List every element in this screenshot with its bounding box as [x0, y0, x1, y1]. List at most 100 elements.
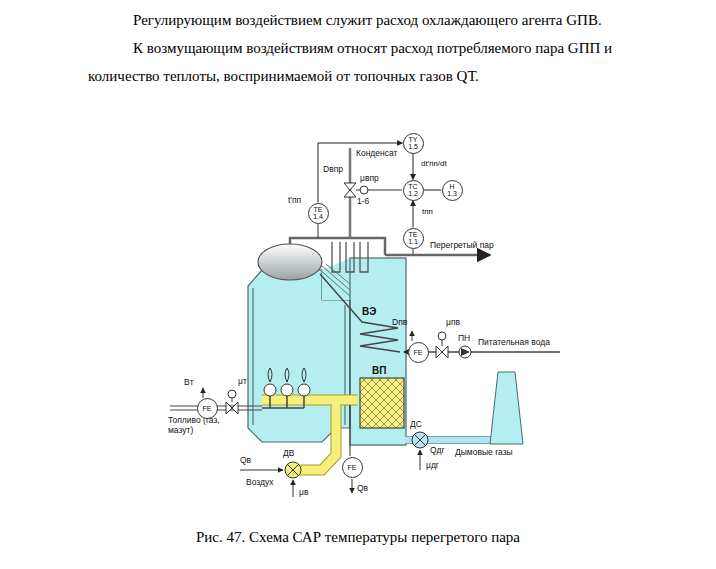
- air-duct: [262, 400, 358, 470]
- diagram-label: μвпр: [360, 174, 379, 184]
- diagram-label: Топливо (газ, мазут): [168, 416, 230, 436]
- instrument-circle: TY1.5: [403, 133, 424, 154]
- diagram-label: Dпв: [392, 318, 407, 328]
- flue-duct: [420, 450, 421, 470]
- feedwater-line: [442, 340, 443, 346]
- instrument-circle: TE1.4: [308, 203, 329, 224]
- instrument-tag: TY: [409, 136, 418, 143]
- burners: [262, 396, 304, 408]
- air-duct: [262, 400, 358, 493]
- economizer: [320, 274, 400, 352]
- sensor-stems: [318, 224, 413, 255]
- flue-duct: [412, 432, 428, 448]
- instrument-circle: FE: [197, 398, 218, 419]
- burners: [281, 384, 293, 396]
- diagram-label: μв: [299, 488, 308, 498]
- fuel-line: [203, 388, 204, 398]
- drum: [258, 238, 385, 280]
- signal-line: [413, 154, 414, 180]
- diagram-label: ДС: [410, 420, 422, 430]
- instrument-circle: TE1.1: [403, 228, 424, 249]
- instrument-circle: FE: [342, 457, 363, 478]
- instrument-tag: 1.1: [408, 238, 418, 245]
- diagram-label: Воздух: [246, 478, 273, 488]
- feedwater-line: [438, 332, 446, 340]
- flue-duct: [405, 372, 523, 470]
- steam-line: [385, 255, 490, 256]
- air-preheater: [360, 378, 404, 428]
- burners: [268, 368, 306, 382]
- body-paragraph: Регулирующим воздействием служит расход …: [88, 6, 688, 34]
- fuel-line: [226, 402, 238, 414]
- air-fan: [293, 480, 294, 497]
- instrument-tag: 1.5: [408, 143, 418, 150]
- air-duct: [350, 405, 351, 456]
- economizer: [320, 274, 400, 352]
- diagram-label: Конденсат: [356, 149, 397, 159]
- superheater-coil: [332, 242, 368, 272]
- diagram-label: Перегретый пар: [430, 241, 494, 251]
- diagram-label: t′пп: [288, 196, 301, 206]
- diagram-label: μт: [238, 377, 247, 387]
- diagram-label: 1-6: [357, 197, 369, 207]
- condensate-pipe: [344, 183, 356, 197]
- diagram-label: Bт: [184, 378, 194, 388]
- instrument-tag: TE: [409, 231, 418, 238]
- diagram-label: μпв: [446, 318, 460, 328]
- feedwater-line: [459, 346, 471, 358]
- signal-label: tпп: [421, 207, 434, 216]
- instrument-tag: 1.4: [313, 213, 323, 220]
- diagram-label: Qв: [357, 484, 368, 494]
- furnace: [318, 264, 350, 296]
- instrument-tag: FE: [203, 405, 212, 412]
- body-paragraph: К возмущающим воздействиям относят расхо…: [88, 34, 643, 90]
- feedwater-line: [436, 346, 448, 358]
- burners: [262, 368, 310, 408]
- condensate-pipe: [344, 148, 402, 238]
- instrument-tag: H: [449, 183, 454, 190]
- air-preheater: [360, 378, 404, 428]
- fuel-line: [228, 390, 236, 398]
- instrument-circle: FE: [408, 342, 429, 363]
- diagram-label: ДВ: [283, 449, 294, 459]
- feedwater-line: [461, 348, 470, 356]
- burners: [264, 384, 276, 396]
- diagram-label: Qдг: [430, 446, 445, 456]
- air-fan: [287, 464, 299, 476]
- flue-duct: [490, 372, 523, 444]
- steam-line: [385, 254, 490, 257]
- signal-line: [318, 143, 403, 203]
- condensate-pipe: [356, 190, 360, 191]
- air-duct: [352, 479, 353, 493]
- instrument-circle: H1.3: [442, 180, 463, 201]
- burners: [298, 384, 310, 396]
- air-duct: [262, 400, 358, 470]
- signal-line: [424, 190, 442, 191]
- diagram-label: Дымовые газы: [455, 448, 513, 458]
- fuel-line: [232, 398, 233, 402]
- superheater-coil: [332, 242, 368, 272]
- diagram-label: Qв: [240, 456, 251, 466]
- condensate-pipe: [360, 186, 368, 194]
- diagram-label: ПН: [458, 334, 470, 344]
- instrument-tag: TC: [408, 183, 417, 190]
- drum: [258, 244, 322, 280]
- feedwater-line: [412, 331, 413, 341]
- instrument-circle: TC1.2: [403, 180, 424, 201]
- instrument-tag: FE: [414, 349, 423, 356]
- diagram-label: Dвпр: [323, 165, 343, 175]
- air-fan: [240, 470, 283, 471]
- instrument-tag: 1.2: [408, 190, 418, 197]
- instrument-tag: TE: [314, 206, 323, 213]
- signal-label: dt′пп/dt: [420, 159, 448, 168]
- condensate-pipe: [368, 190, 402, 191]
- flue-duct: [414, 434, 426, 446]
- figure-caption: Рис. 47. Схема САР температуры перегрето…: [0, 529, 716, 546]
- diagram-label: μдг: [426, 461, 439, 471]
- signal-line: [413, 201, 414, 228]
- air-fan: [285, 462, 301, 478]
- instrument-tag: 1.3: [447, 190, 457, 197]
- sensor-stems: [318, 224, 413, 255]
- air-fan: [240, 462, 301, 497]
